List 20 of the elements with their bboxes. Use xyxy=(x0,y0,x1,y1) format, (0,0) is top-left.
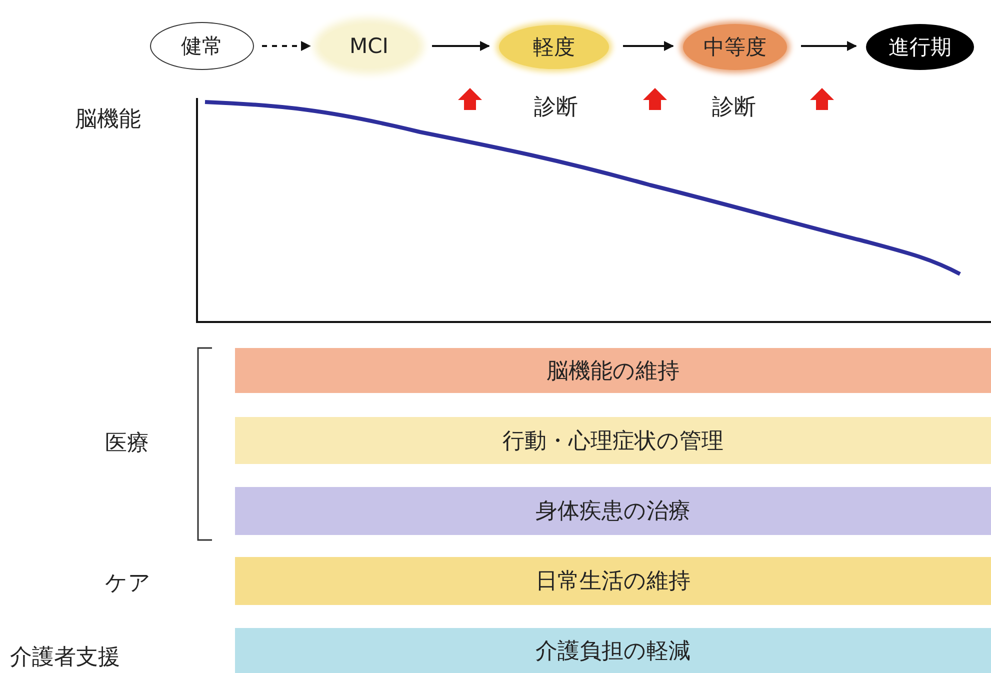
category-label: ケア xyxy=(105,570,151,598)
intervention-band: 行動・心理症状の管理 xyxy=(235,417,991,464)
arrow xyxy=(432,41,490,51)
diagnosis-label: 診断 xyxy=(534,94,578,122)
stage-ellipse: 進行期 xyxy=(866,24,974,70)
stage-ellipse: 健常 xyxy=(150,22,254,70)
category-label: 介護者支援 xyxy=(10,644,120,672)
intervention-band: 日常生活の維持 xyxy=(235,557,991,605)
arrow xyxy=(801,41,857,51)
diagnosis-label: 診断 xyxy=(712,94,756,122)
category-label: 医療 xyxy=(105,430,149,458)
stage-ellipse: MCI xyxy=(320,24,418,68)
arrow xyxy=(262,41,311,51)
intervention-band: 身体疾患の治療 xyxy=(235,487,991,535)
intervention-band: 介護負担の軽減 xyxy=(235,628,991,673)
stage-ellipse: 中等度 xyxy=(683,24,787,70)
intervention-band: 脳機能の維持 xyxy=(235,348,991,393)
axis-label: 脳機能 xyxy=(75,106,141,134)
arrow xyxy=(623,41,674,51)
stage-ellipse: 軽度 xyxy=(499,25,609,69)
